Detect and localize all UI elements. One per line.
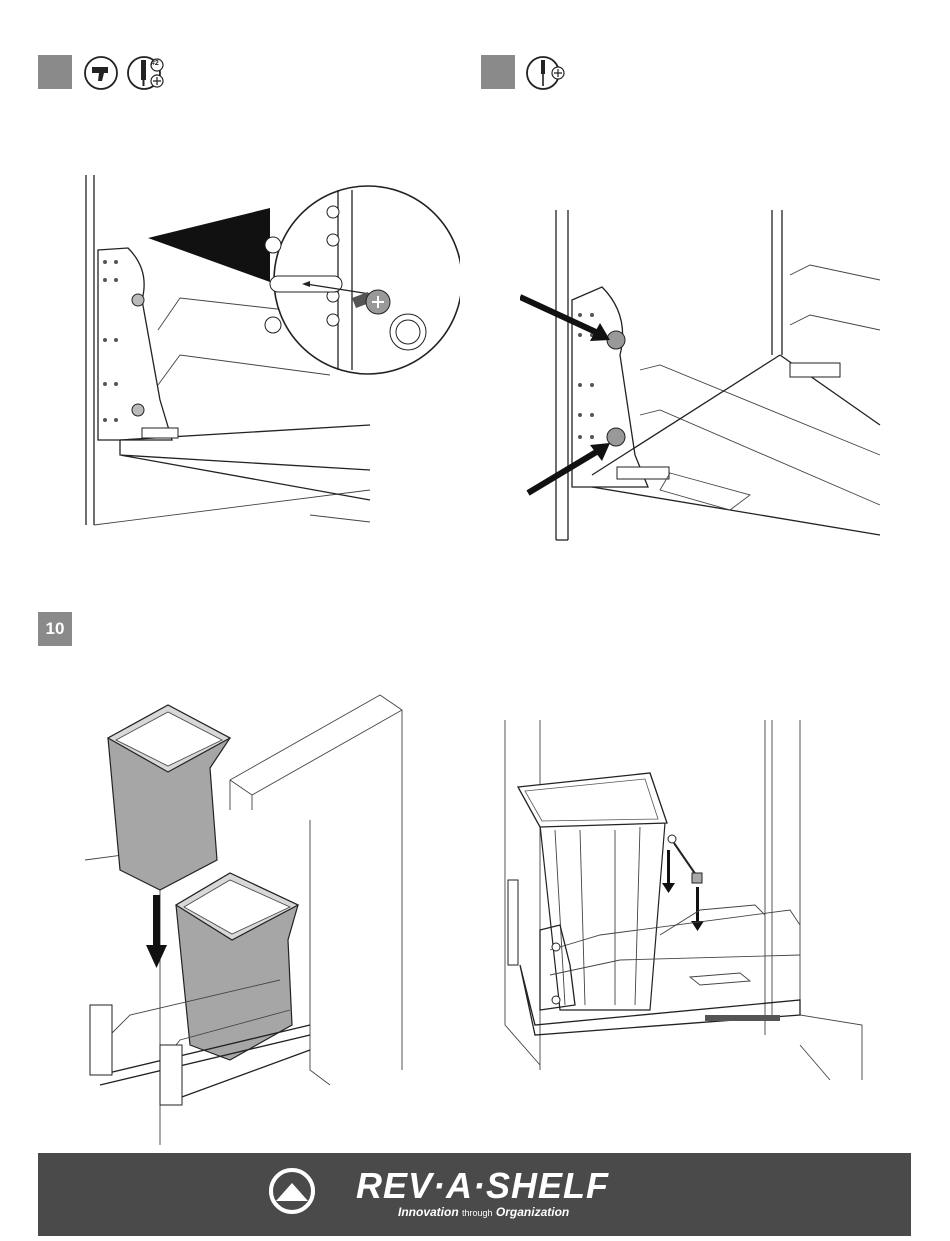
bin-insertion-illustration xyxy=(80,690,410,1145)
rear-bracket-screw-illustration xyxy=(80,170,460,535)
step-b-marker xyxy=(481,55,515,89)
drill-icon xyxy=(83,55,119,91)
tagline-organization: Organization xyxy=(496,1205,569,1219)
tagline-innovation: Innovation xyxy=(398,1205,459,1219)
brand-name: REV·A·SHELF xyxy=(356,1165,609,1207)
brand-tagline: Innovation through Organization xyxy=(398,1205,569,1219)
bin-installed-illustration xyxy=(500,715,870,1085)
bit-size-label: #2 xyxy=(151,60,159,67)
step-10-marker: 10 xyxy=(38,612,72,646)
phillips-screwdriver-icon xyxy=(525,55,567,91)
rev-a-shelf-logo-icon xyxy=(268,1167,316,1215)
brand-footer: REV·A·SHELF Innovation through Organizat… xyxy=(38,1153,911,1236)
tagline-through: through xyxy=(462,1208,493,1218)
front-bracket-tighten-illustration xyxy=(520,205,885,555)
phillips-bit-2-icon xyxy=(126,55,166,91)
step-a-marker xyxy=(38,55,72,89)
